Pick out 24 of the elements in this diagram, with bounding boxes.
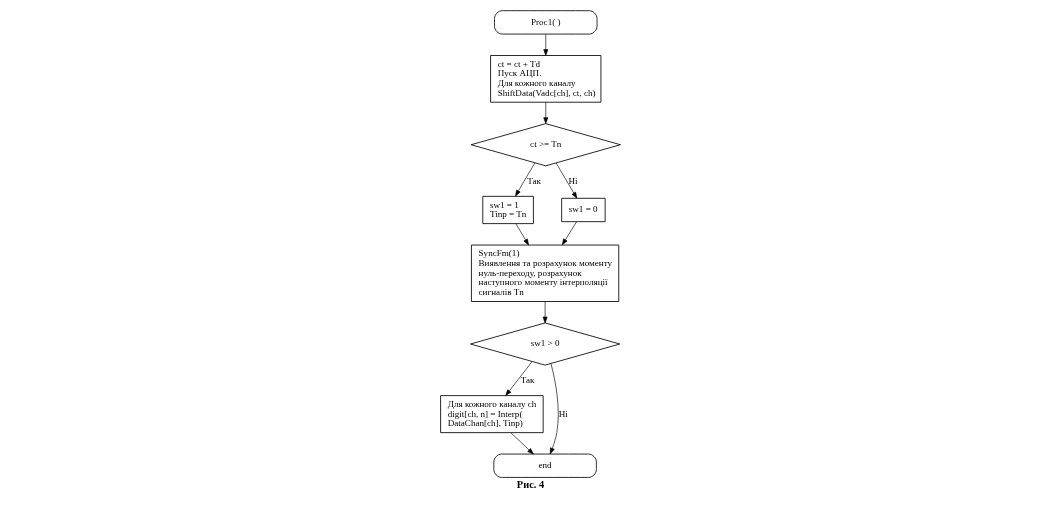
arrow [561, 221, 577, 246]
node-box: end [492, 453, 597, 478]
node-box: Для кожного каналу ch digit[ch, n] = Interp( DataChan[ch], Tinp) [439, 395, 544, 434]
node-box: ct = ct + Td Пуск АЦП. Для кожного каналу ShiftData(Vadc[ch], ct, ch) [489, 55, 601, 103]
node-box: sw1 = 1 Tinp = Tn [481, 195, 534, 225]
arrow [509, 432, 534, 455]
arrow [542, 101, 548, 124]
edge-label: Ні [558, 408, 568, 419]
caption: Рис. 4 [516, 478, 544, 490]
arrow [515, 223, 529, 246]
edge-label: Ні [567, 175, 578, 186]
node-box: SyncFm(1) Виявлення та розрахунок моменту нуль-переходу, розрахунок наступного моменту інтерполяції сигналів Tn [470, 244, 619, 302]
node-diamond: ct >= Tn [470, 123, 621, 167]
arrow [514, 162, 535, 197]
arrow [549, 363, 559, 455]
node-diamond: sw1 > 0 [469, 322, 620, 366]
edge-label: Так [526, 175, 541, 186]
arrow [542, 301, 547, 324]
node-box: Proc1( ) [493, 10, 597, 35]
edge-label: Так [520, 374, 534, 385]
node-box: sw1 = 0 [560, 197, 606, 223]
arrow [542, 33, 548, 56]
arrow [504, 361, 532, 396]
arrow [555, 162, 577, 199]
